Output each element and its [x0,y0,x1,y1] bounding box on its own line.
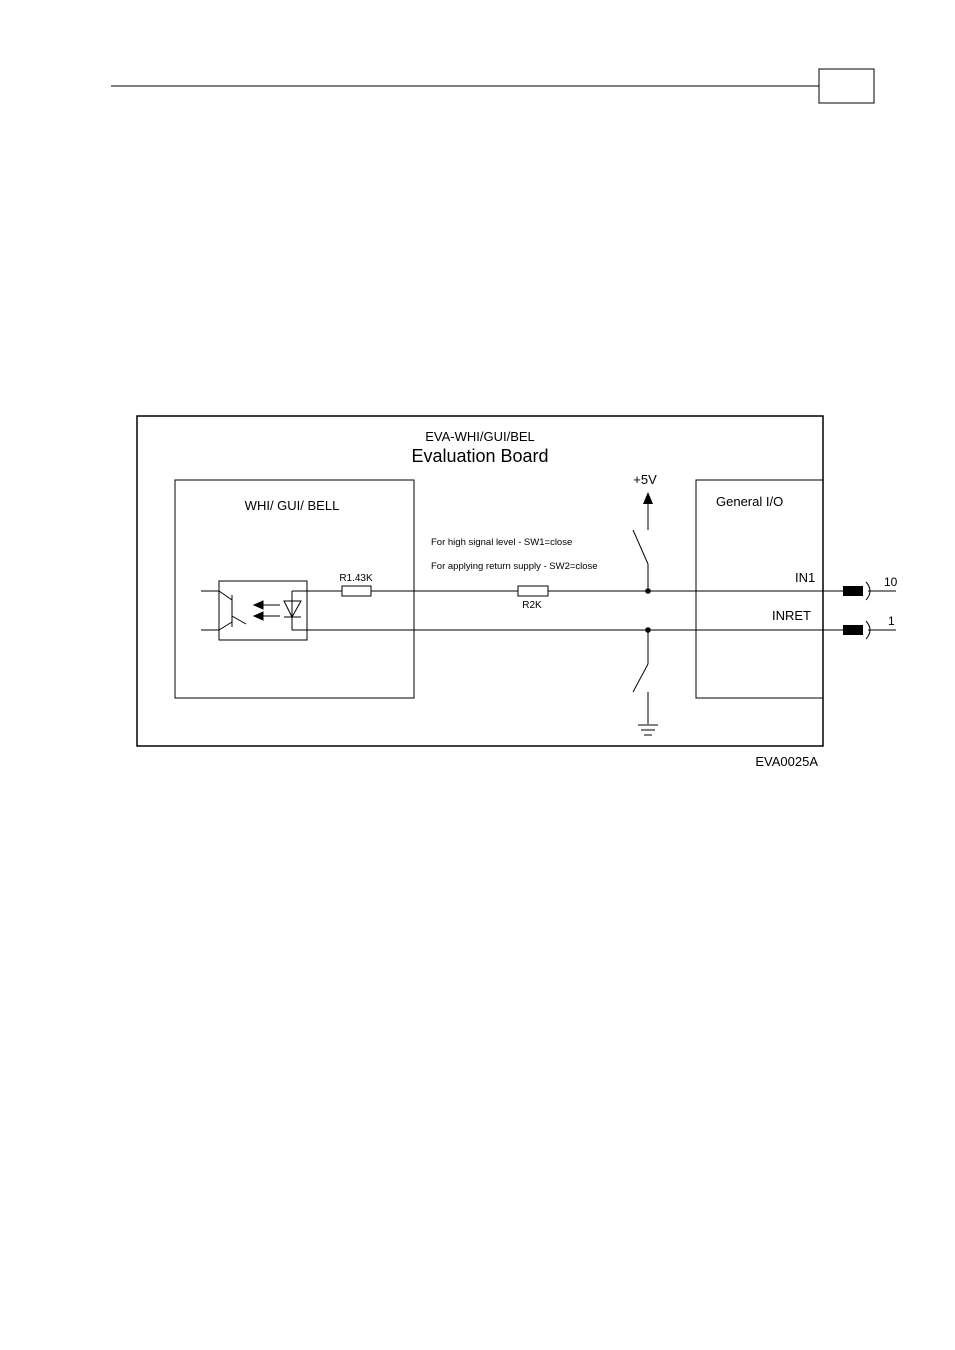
switch-sw1 [633,504,648,591]
module-left-title: WHI/ GUI/ BELL [245,498,340,513]
pin-number-in1: 10 [884,575,898,589]
resistor-r2 [518,586,548,596]
supply-label: +5V [633,472,657,487]
note-sw2: For applying return supply - SW2=close [431,561,598,572]
resistor-r2-label: R2K [522,600,542,611]
module-right-title: General I/O [716,494,783,509]
signal-label-inret: INRET [772,608,811,623]
board-subtitle: EVA-WHI/GUI/BEL [425,429,535,444]
page-number-box [819,69,874,103]
note-sw1: For high signal level - SW1=close [431,537,572,548]
junction-dot-in1 [645,588,651,594]
optocoupler [201,581,307,640]
signal-label-in1: IN1 [795,570,815,585]
board-title: Evaluation Board [411,446,548,466]
supply-arrow-icon [643,492,653,504]
ground-icon [638,725,658,735]
junction-dot-inret [645,627,651,633]
resistor-r1-label: R1.43K [339,573,373,584]
figure-code: EVA0025A [755,754,818,769]
pin-number-inret: 1 [888,614,895,628]
connector-in1 [843,586,863,596]
module-general-io [696,480,823,698]
switch-sw2 [633,630,648,724]
connector-inret [843,625,863,635]
resistor-r1 [342,586,371,596]
